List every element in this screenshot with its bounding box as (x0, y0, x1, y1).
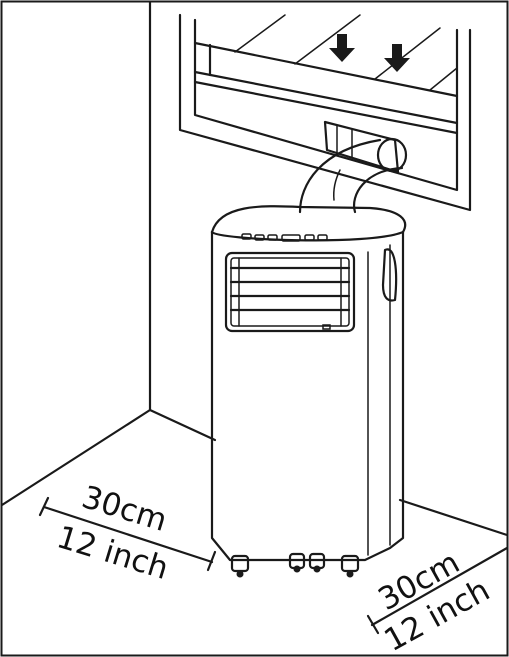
control-panel (241, 233, 328, 242)
arrow-down-icon (384, 44, 410, 72)
right-clearance-dimension: 30cm 12 inch (366, 544, 509, 657)
window-frame (178, 13, 472, 212)
arrow-down-icon (329, 34, 355, 62)
window-glass-reflection (234, 14, 458, 91)
exhaust-hose (298, 138, 404, 214)
window-kit-adapter (323, 120, 408, 174)
air-outlet-louvers (224, 251, 356, 333)
left-clearance-dimension: 30cm 12 inch (38, 479, 217, 587)
room-walls (0, 0, 509, 537)
portable-air-conditioner (210, 205, 407, 562)
caster-wheels (230, 552, 360, 578)
